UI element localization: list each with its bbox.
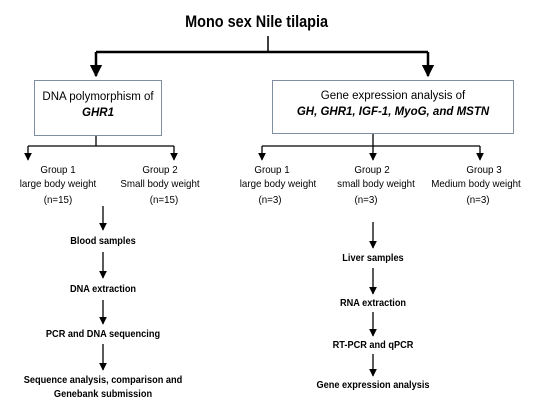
- step-rt-pcr: RT-PCR and qPCR: [332, 340, 414, 351]
- left-group1-title: Group 1: [40, 164, 76, 176]
- step-gene-expression: Gene expression analysis: [316, 380, 430, 391]
- dna-box-line1: DNA polymorphism of: [42, 91, 154, 103]
- step-pcr-sequencing: PCR and DNA sequencing: [45, 329, 161, 340]
- step-sequence-analysis: Sequence analysis, comparison and: [23, 375, 183, 386]
- dna-box-gene: GHR1: [82, 107, 114, 119]
- gene-box-line1: Gene expression analysis of: [320, 90, 466, 102]
- left-group2-n: (n=15): [149, 194, 179, 206]
- right-group1-n: (n=3): [258, 194, 282, 206]
- left-group2-title: Group 2: [142, 164, 178, 176]
- right-group3-desc: Medium body weight: [431, 178, 521, 190]
- step-dna-extraction: DNA extraction: [69, 284, 137, 295]
- dna-polymorphism-box: DNA polymorphism of GHR1: [34, 80, 162, 136]
- step-blood-samples: Blood samples: [70, 236, 136, 247]
- gene-expression-box: Gene expression analysis of GH, GHR1, IG…: [272, 80, 514, 134]
- right-group2-desc: small body weight: [337, 178, 415, 190]
- left-group1-n: (n=15): [43, 194, 73, 206]
- right-group1-desc: large body weight: [239, 178, 317, 190]
- diagram-title: Mono sex Nile tilapia: [185, 12, 329, 31]
- right-group2-title: Group 2: [354, 164, 390, 176]
- step-genebank: Genebank submission: [53, 389, 153, 400]
- left-group1-desc: large body weight: [19, 178, 97, 190]
- left-group2-desc: Small body weight: [120, 178, 200, 190]
- right-group2-n: (n=3): [354, 194, 378, 206]
- right-group1-title: Group 1: [254, 164, 290, 176]
- step-rna-extraction: RNA extraction: [339, 298, 407, 309]
- right-group3-n: (n=3): [466, 194, 490, 206]
- right-group3-title: Group 3: [466, 164, 502, 176]
- step-liver-samples: Liver samples: [342, 253, 404, 264]
- gene-box-genes: GH, GHR1, IGF-1, MyoG, and MSTN: [296, 106, 490, 118]
